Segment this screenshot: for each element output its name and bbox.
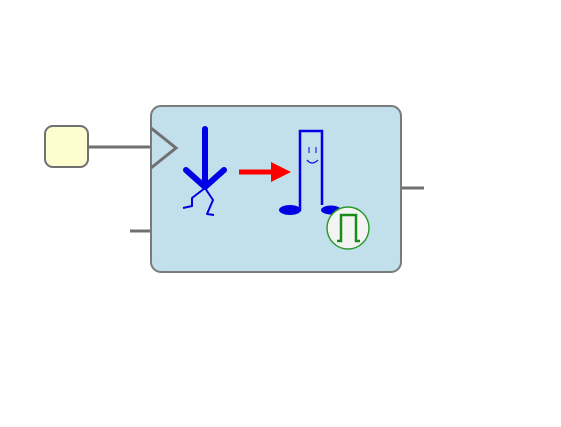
input-port-square[interactable] bbox=[44, 125, 89, 168]
music-note-figure-icon bbox=[279, 129, 341, 215]
pulse-wave-icon bbox=[326, 206, 370, 250]
stick-figure-icon bbox=[182, 126, 227, 216]
trigger-chevron-icon bbox=[150, 126, 179, 170]
function-block[interactable] bbox=[150, 105, 402, 273]
right-arrow-icon bbox=[239, 162, 291, 182]
